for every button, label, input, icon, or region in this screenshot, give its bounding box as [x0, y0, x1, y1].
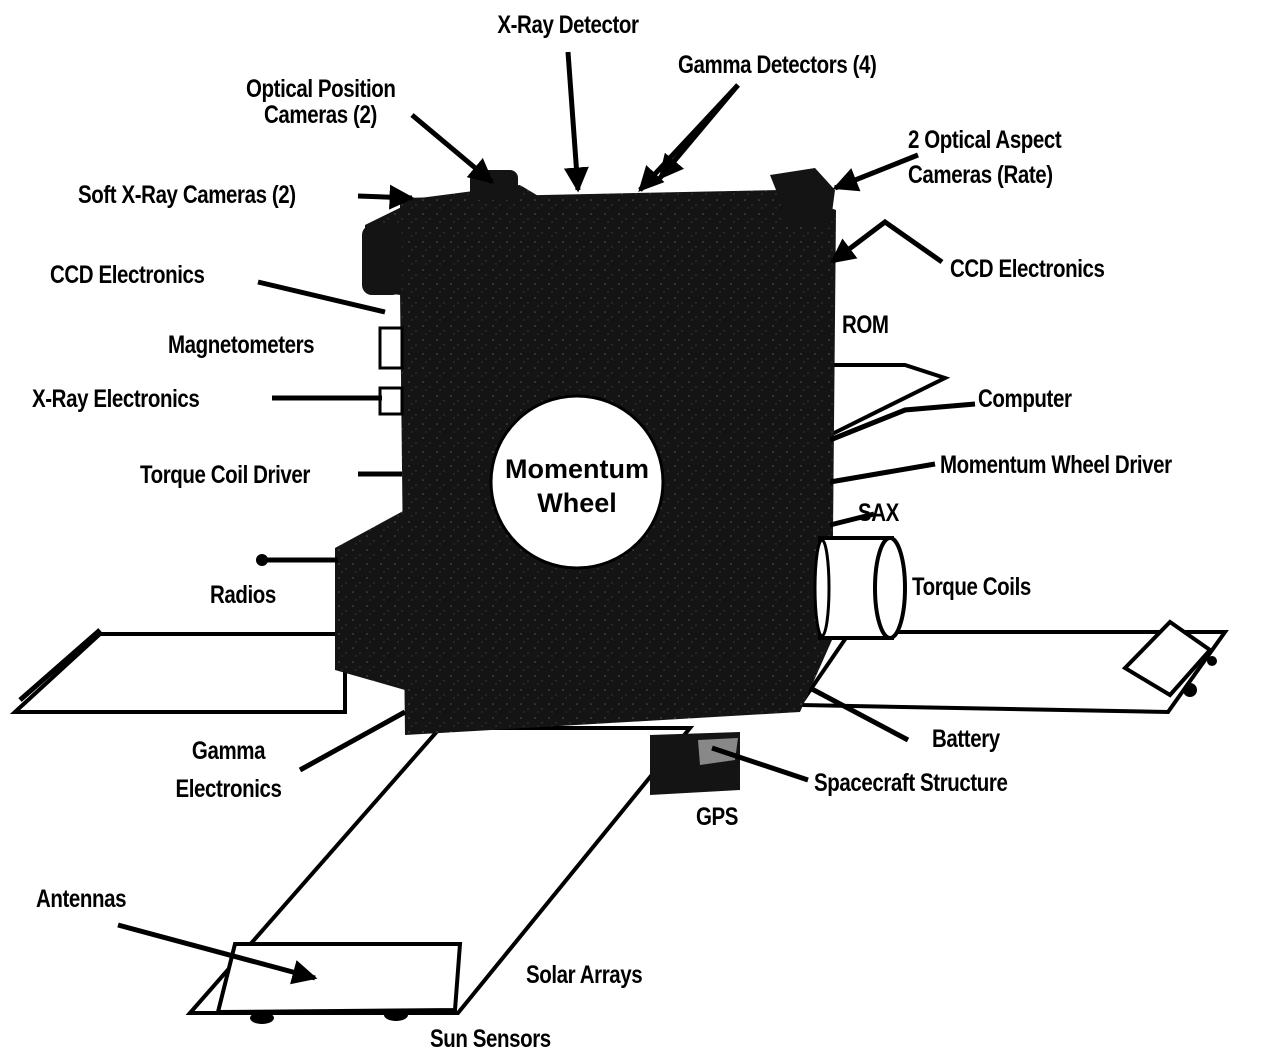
label-torque-coils: Torque Coils: [912, 574, 1031, 601]
label-antennas: Antennas: [36, 886, 126, 913]
label-torque-coil-driver: Torque Coil Driver: [140, 462, 310, 489]
side-fin-right: [820, 365, 945, 440]
label-gps: GPS: [696, 804, 738, 831]
momentum-wheel-label-2: Wheel: [537, 488, 617, 518]
momentum-wheel: Momentum Wheel: [491, 396, 663, 568]
label-optical-position-2: Cameras (2): [264, 102, 377, 129]
label-battery: Battery: [932, 726, 1000, 753]
label-optical-aspect-1: 2 Optical Aspect: [908, 127, 1061, 154]
label-momentum-wheel-driver: Momentum Wheel Driver: [940, 452, 1172, 479]
label-radios: Radios: [210, 582, 276, 609]
label-optical-aspect-2: Cameras (Rate): [908, 162, 1053, 189]
label-xray-electronics: X-Ray Electronics: [32, 386, 199, 413]
label-optical-position-1: Optical Position: [246, 76, 395, 103]
label-magnetometers: Magnetometers: [168, 332, 314, 359]
label-gamma-electronics-1: Gamma: [169, 738, 288, 765]
label-solar-arrays: Solar Arrays: [526, 962, 642, 989]
label-gamma-electronics-2: Electronics: [169, 776, 288, 803]
momentum-wheel-label-1: Momentum: [505, 454, 649, 484]
label-rom: ROM: [842, 312, 889, 339]
sun-sensor-right: [384, 1009, 408, 1021]
label-xray-detector: X-Ray Detector: [453, 12, 683, 39]
antenna-plate: [218, 944, 460, 1024]
label-soft-xray: Soft X-Ray Cameras (2): [78, 182, 296, 209]
torque-coil: [815, 538, 905, 638]
label-sax: SAX: [858, 500, 899, 527]
label-spacecraft-structure: Spacecraft Structure: [814, 770, 1007, 797]
label-computer: Computer: [978, 386, 1072, 413]
label-ccd-right: CCD Electronics: [950, 256, 1104, 283]
label-gamma-detectors: Gamma Detectors (4): [678, 52, 876, 79]
solar-panel-left: [15, 630, 345, 712]
label-sun-sensors: Sun Sensors: [430, 1026, 551, 1053]
sun-sensor-left: [250, 1012, 274, 1024]
label-ccd-left: CCD Electronics: [50, 262, 204, 289]
